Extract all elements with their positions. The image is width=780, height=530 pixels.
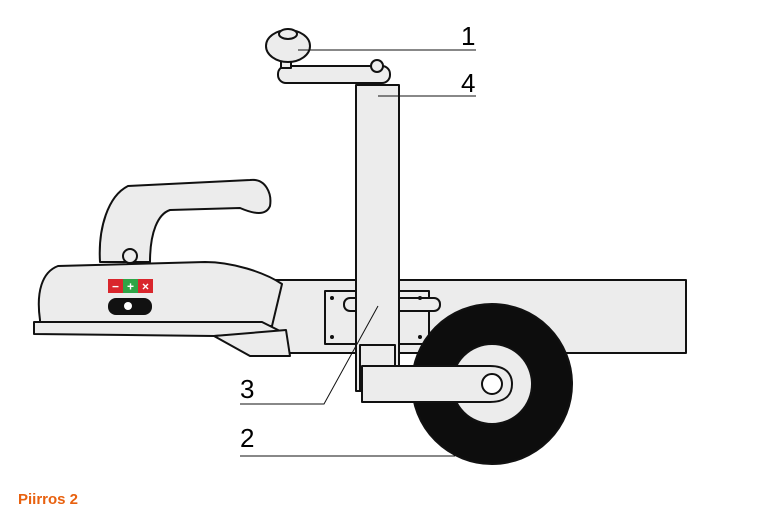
bracket-bolt-4 bbox=[418, 335, 422, 339]
crank-top-cap bbox=[370, 59, 384, 73]
indicator-minus bbox=[108, 279, 123, 293]
figure-caption: Piirros 2 bbox=[18, 491, 79, 508]
coupling-slot-dot bbox=[124, 302, 132, 310]
wheel-fork bbox=[361, 365, 513, 403]
callout-3: 3 bbox=[240, 374, 254, 404]
leader-line-3 bbox=[240, 305, 379, 405]
bracket-bolt-3 bbox=[418, 296, 422, 300]
bracket-bolt-1 bbox=[330, 296, 334, 300]
bracket-bolt-2 bbox=[330, 335, 334, 339]
coupling-neck bbox=[213, 329, 291, 357]
coupling-rivet bbox=[122, 248, 138, 264]
indicator-cross-symbol: × bbox=[142, 280, 149, 294]
indicator-cross bbox=[138, 279, 153, 293]
indicator-minus-symbol: − bbox=[112, 280, 119, 294]
crank-arm bbox=[277, 65, 391, 84]
wear-indicator: − + × bbox=[108, 279, 153, 294]
indicator-plus-symbol: + bbox=[127, 280, 134, 294]
wheel-axle bbox=[481, 373, 503, 395]
coupling-handle bbox=[98, 178, 272, 263]
callout-4: 4 bbox=[461, 68, 475, 98]
callout-2: 2 bbox=[240, 423, 254, 453]
coupling-head bbox=[37, 261, 283, 327]
callout-1: 1 bbox=[461, 21, 475, 51]
indicator-plus bbox=[123, 279, 138, 293]
crank-knob-top bbox=[278, 28, 298, 40]
